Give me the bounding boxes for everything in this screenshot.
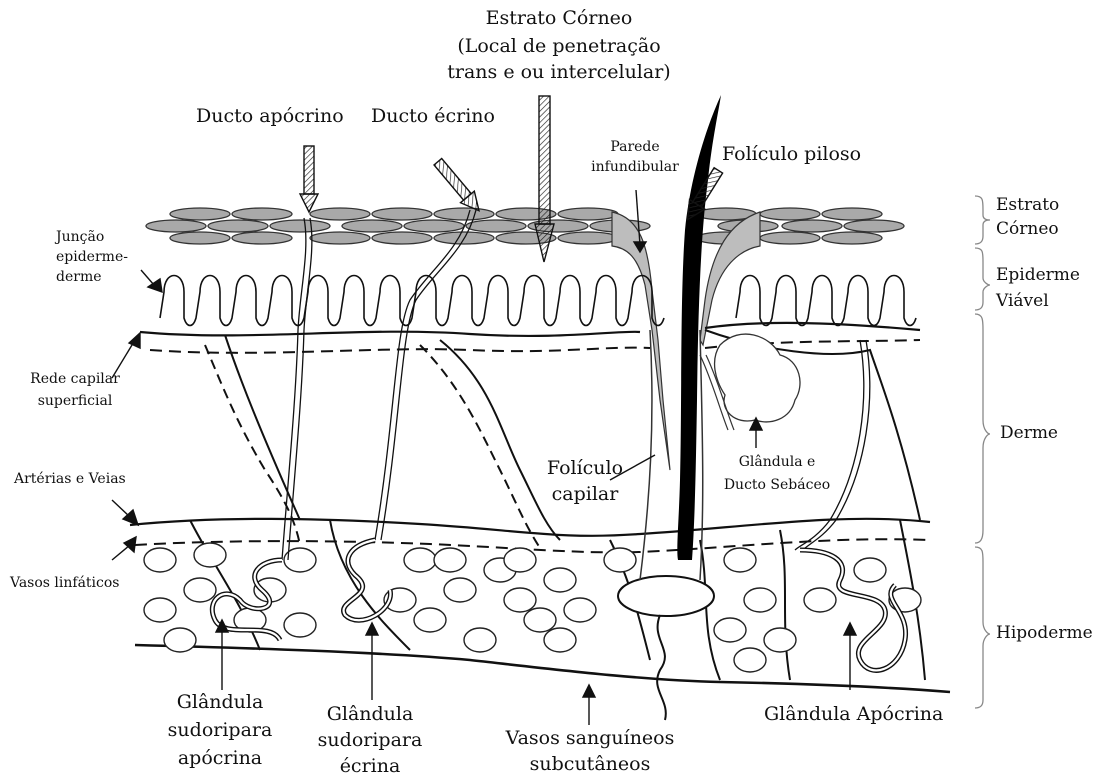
sebaceous-gland bbox=[715, 334, 800, 422]
corneocyte bbox=[310, 208, 370, 220]
fat-cell bbox=[604, 548, 636, 572]
fat-cell bbox=[184, 578, 216, 602]
corneocyte bbox=[844, 220, 904, 232]
corneocyte bbox=[170, 232, 230, 244]
fat-cell bbox=[194, 543, 226, 567]
superficial-capillary-network bbox=[150, 340, 920, 353]
epidermis-dermis-junction bbox=[160, 276, 916, 326]
label-ducto-ecrino: Ducto écrino bbox=[371, 106, 495, 127]
corneocyte bbox=[208, 220, 268, 232]
label-juncao-line3: derme bbox=[56, 270, 102, 286]
label-vasos-linfaticos: Vasos linfáticos bbox=[10, 576, 119, 592]
label-gl-sud-apo-line2: sudoripara bbox=[160, 720, 280, 741]
layer-estrato-line1: Estrato bbox=[996, 196, 1059, 215]
fat-cell bbox=[434, 548, 466, 572]
fat-cell bbox=[144, 598, 176, 622]
fat-cell bbox=[544, 628, 576, 652]
label-parede-line2: infundibular bbox=[570, 160, 700, 176]
fat-cell bbox=[524, 608, 556, 632]
label-glandula-apocrina: Glândula Apócrina bbox=[764, 704, 943, 725]
corneocyte bbox=[146, 220, 206, 232]
label-foliculo-capilar-line1: Folículo bbox=[530, 458, 640, 479]
label-foliculo-capilar-line2: capilar bbox=[530, 484, 640, 505]
label-juncao-line2: epiderme- bbox=[56, 250, 128, 266]
fat-cell bbox=[744, 588, 776, 612]
fat-cell bbox=[714, 618, 746, 642]
label-parede-line1: Parede bbox=[570, 140, 700, 156]
layer-hipoderme: Hipoderme bbox=[996, 624, 1093, 643]
label-gl-sud-ecr-line3: écrina bbox=[310, 756, 430, 777]
layer-epiderme-line2: Viável bbox=[996, 292, 1049, 311]
fat-cell bbox=[764, 628, 796, 652]
label-glandula-ducto-line1: Glândula e bbox=[712, 455, 842, 471]
layer-derme: Derme bbox=[1000, 424, 1058, 443]
subcutaneous-vessels-line bbox=[135, 645, 950, 692]
label-penetracao-line1: (Local de penetração bbox=[446, 36, 672, 57]
fat-cell bbox=[854, 558, 886, 582]
layer-epiderme-line1: Epiderme bbox=[996, 266, 1080, 285]
fat-cell bbox=[724, 548, 756, 572]
corneocyte bbox=[558, 208, 618, 220]
label-ducto-apocrino: Ducto apócrino bbox=[196, 106, 344, 127]
corneocyte bbox=[434, 208, 494, 220]
label-foliculo-piloso: Folículo piloso bbox=[722, 144, 861, 165]
fat-cell bbox=[414, 608, 446, 632]
fat-cell bbox=[544, 568, 576, 592]
arrow-estrato-corneo bbox=[535, 96, 554, 262]
fat-cell bbox=[734, 648, 766, 672]
label-penetracao-line2: trans e ou intercelular) bbox=[446, 62, 672, 83]
fat-cell bbox=[564, 598, 596, 622]
corneocyte bbox=[232, 232, 292, 244]
label-gl-sud-apo-line1: Glândula bbox=[160, 692, 280, 713]
corneocyte bbox=[372, 208, 432, 220]
fat-cell bbox=[164, 628, 196, 652]
corneocyte bbox=[760, 208, 820, 220]
hair-bulb bbox=[618, 576, 714, 616]
fat-cell bbox=[464, 628, 496, 652]
label-juncao-line1: Junção bbox=[56, 230, 104, 246]
layer-brackets bbox=[975, 196, 990, 708]
fat-cell bbox=[804, 588, 836, 612]
label-gl-sud-ecr-line2: sudoripara bbox=[310, 730, 430, 751]
corneocyte bbox=[170, 208, 230, 220]
fat-cell bbox=[504, 588, 536, 612]
fat-cell bbox=[504, 548, 536, 572]
fat-cell bbox=[404, 548, 436, 572]
corneocyte bbox=[232, 208, 292, 220]
label-glandula-ducto-line2: Ducto Sebáceo bbox=[712, 478, 842, 494]
label-rede-line2: superficial bbox=[10, 394, 140, 410]
stratum-corneum-cells bbox=[146, 208, 904, 244]
hair-root-strand bbox=[657, 615, 666, 720]
corneocyte bbox=[466, 220, 526, 232]
corneocyte bbox=[270, 220, 330, 232]
label-gl-sud-ecr-line1: Glândula bbox=[310, 704, 430, 725]
label-vasos-sang-line2: subcutâneos bbox=[500, 754, 680, 775]
arrow-ducto-apocrino bbox=[300, 146, 318, 212]
corneocyte bbox=[822, 232, 882, 244]
corneocyte bbox=[558, 232, 618, 244]
corneocyte bbox=[310, 232, 370, 244]
label-rede-line1: Rede capilar bbox=[10, 372, 140, 388]
corneocyte bbox=[342, 220, 402, 232]
corneocyte bbox=[404, 220, 464, 232]
label-arterias-veias: Artérias e Veias bbox=[14, 472, 126, 488]
fat-cell bbox=[144, 548, 176, 572]
label-estrato-corneo-title: Estrato Córneo bbox=[466, 8, 652, 29]
corneocyte bbox=[372, 232, 432, 244]
label-vasos-sang-line1: Vasos sanguíneos bbox=[500, 728, 680, 749]
fat-cell bbox=[284, 613, 316, 637]
dermis-hypodermis-boundary bbox=[130, 519, 930, 536]
arrow-ducto-ecrino bbox=[431, 156, 486, 217]
label-gl-sud-apo-line3: apócrina bbox=[160, 748, 280, 769]
corneocyte bbox=[822, 208, 882, 220]
corneocyte bbox=[760, 232, 820, 244]
corneocyte bbox=[782, 220, 842, 232]
layer-estrato-line2: Córneo bbox=[996, 220, 1059, 239]
fat-cell bbox=[444, 578, 476, 602]
